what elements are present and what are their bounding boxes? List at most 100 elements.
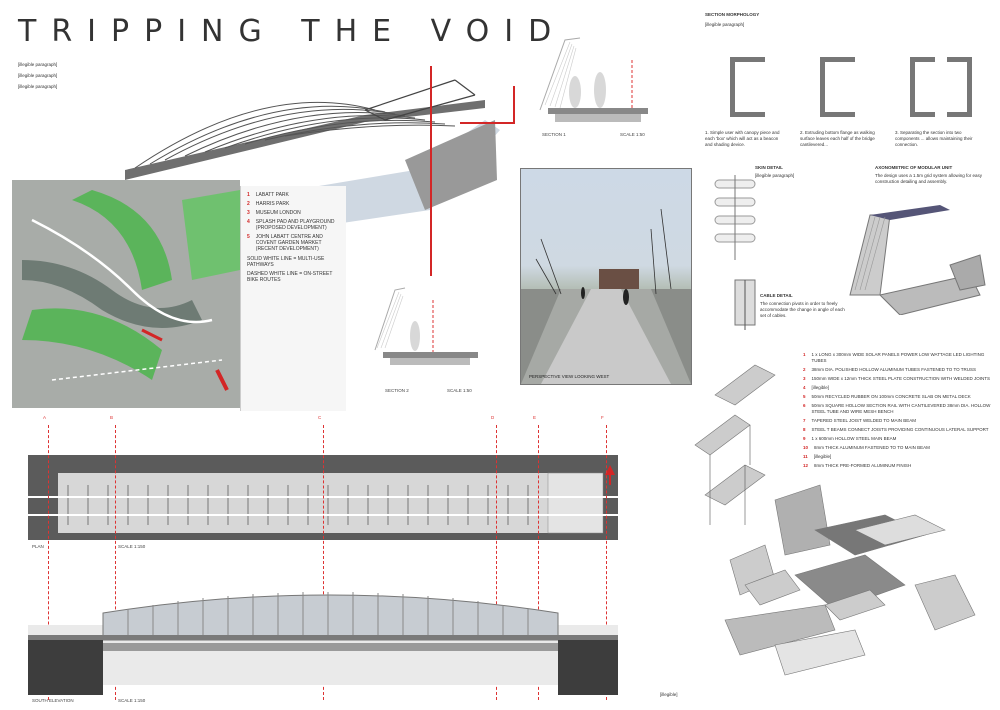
perspective-caption: PERSPECTIVE VIEW LOOKING WEST: [529, 374, 610, 379]
axonometric-panel: SKIN DETAIL [illegible paragraph] AXONOM…: [705, 165, 995, 345]
section-1-label: SECTION 1: [542, 132, 566, 137]
component-label: 1 x 600mm HOLLOW STEEL MAIN BEAM: [811, 436, 897, 441]
component-item: 8 STEEL T BEAMS CONNECT JOISTS PROVIDING …: [803, 427, 993, 433]
intro-paragraph-2: [illegible paragraph]: [18, 73, 58, 78]
component-label: [illegible]: [811, 385, 830, 390]
callout-line-horizontal: [460, 122, 515, 124]
morphology-step-2: 2. Extruding bottom flange as walking su…: [800, 130, 875, 147]
grid-label: E: [533, 415, 537, 420]
legend-number: 4: [247, 219, 250, 225]
grid-line: [606, 425, 607, 700]
component-item: 9 1 x 600mm HOLLOW STEEL MAIN BEAM: [803, 436, 993, 442]
page-title: TRIPPING THE VOID: [18, 14, 567, 49]
morphology-step-1: 1. Simple user with canopy piece and eac…: [705, 130, 780, 147]
grid-label: C: [318, 415, 322, 420]
component-number: 4: [803, 385, 806, 390]
section-2-scale: SCALE 1:50: [447, 388, 472, 393]
component-number: 5: [803, 394, 806, 399]
legend-label: LABATT PARK: [255, 192, 289, 198]
component-item: 6 50mm SQUARE HOLLOW SECTION RAIL WITH CA…: [803, 403, 993, 415]
modular-unit-svg: [849, 205, 986, 315]
section-1-svg: [539, 37, 648, 122]
component-item: 5 50mm RECYCLED RUBBER ON 100mm CONCRETE …: [803, 394, 993, 400]
component-number: 6: [803, 403, 806, 408]
morphology-text: [illegible paragraph]: [705, 22, 745, 27]
component-item: 4 [illegible]: [803, 385, 993, 391]
legend-item: 3 MUSEUM LONDON: [247, 210, 342, 216]
cable-detail-svg: [734, 279, 756, 330]
intro-text: [illegible paragraph] [illegible paragra…: [18, 62, 243, 90]
component-number: 9: [803, 436, 806, 441]
exploded-caption: [illegible]: [660, 692, 678, 697]
component-number: 11: [803, 454, 808, 459]
cable-heading: CABLE DETAIL: [760, 293, 793, 298]
elevation-svg: [28, 592, 618, 695]
elevation-label: SOUTH ELEVATION: [32, 698, 74, 703]
component-number: 1: [803, 352, 806, 357]
legend-label: HARRIS PARK: [255, 201, 290, 207]
component-label: 38mm DIA. POLISHED HOLLOW ALUMINUM TUBES…: [811, 367, 977, 372]
perspective-svg: [521, 208, 691, 384]
grid-label: D: [491, 415, 495, 420]
component-number: 3: [803, 376, 806, 381]
legend-number: 5: [247, 234, 250, 240]
morphology-diagrams: [730, 57, 972, 117]
legend-note-dashed: DASHED WHITE LINE = ON-STREET BIKE ROUTE…: [247, 271, 333, 283]
grid-label: F: [601, 415, 604, 420]
plan-label: PLAN: [32, 544, 44, 549]
component-label: 8mm THICK ALUMINUM FASTENED TO TO MAIN B…: [814, 445, 930, 450]
component-item: 11 [illegible]: [803, 454, 993, 460]
legend-label: SPLASH PAD AND PLAYGROUND (PROPOSED DEVE…: [255, 219, 335, 231]
grid-label: A: [43, 415, 47, 420]
skin-text: [illegible paragraph]: [755, 173, 795, 178]
component-label: 50mm RECYCLED RUBBER ON 100mm CONCRETE S…: [811, 394, 971, 399]
site-map: [12, 180, 240, 408]
intro-paragraph-1: [illegible paragraph]: [18, 62, 58, 67]
section-1-scale: SCALE 1:50: [620, 132, 645, 137]
intro-paragraph-3: [illegible paragraph]: [18, 84, 58, 89]
elevation-scale: SCALE 1:150: [118, 698, 146, 703]
component-number: 12: [803, 463, 809, 468]
component-label: 50mm SQUARE HOLLOW SECTION RAIL WITH CAN…: [811, 403, 991, 414]
morphology-heading: SECTION MORPHOLOGY: [705, 12, 760, 17]
skin-heading: SKIN DETAIL: [755, 165, 783, 170]
legend-number: 3: [247, 210, 250, 216]
legend-number: 2: [247, 201, 250, 207]
section-2-drawing: SECTION 2 SCALE 1:50: [355, 270, 495, 400]
skin-detail-svg: [714, 175, 756, 260]
grid-line: [538, 425, 539, 700]
perspective-view: PERSPECTIVE VIEW LOOKING WEST: [520, 168, 692, 385]
legend-item: 1 LABATT PARK: [247, 192, 342, 198]
legend-item: 2 HARRIS PARK: [247, 201, 342, 207]
component-number: 8: [803, 427, 806, 432]
elevation-drawing: SOUTH ELEVATION SCALE 1:150: [28, 585, 618, 705]
grid-label: B: [110, 415, 114, 420]
legend-note-solid: SOLID WHITE LINE = MULTI-USE PATHWAYS: [247, 256, 325, 268]
section-2-svg: [374, 287, 478, 365]
axo-heading: AXONOMETRIC OF MODULAR UNIT: [875, 165, 953, 170]
legend-item: 5 JOHN LABATT CENTRE AND COVENT GARDEN M…: [247, 234, 342, 252]
exploded-axonometric: [illegible]: [655, 355, 995, 700]
legend-item: 4 SPLASH PAD AND PLAYGROUND (PROPOSED DE…: [247, 219, 342, 231]
component-label: TAPERED STEEL JOIST WELDED TO MAIN BEAM: [811, 418, 917, 423]
grid-line: [496, 425, 497, 700]
plan-scale: SCALE 1:150: [118, 544, 146, 549]
map-legend-panel: 1 LABATT PARK 2 HARRIS PARK 3 MUSEUM LON…: [240, 186, 346, 411]
section-1-drawing: SECTION 1 SCALE 1:50: [520, 20, 670, 150]
component-number: 10: [803, 445, 809, 450]
component-label: STEEL T BEAMS CONNECT JOISTS PROVIDING C…: [811, 427, 989, 432]
map-legend-list: 1 LABATT PARK 2 HARRIS PARK 3 MUSEUM LON…: [241, 186, 346, 283]
grid-line: [323, 425, 324, 700]
section-2-label: SECTION 2: [385, 388, 409, 393]
cable-text: The connection pivots in order to freely…: [760, 301, 845, 318]
legend-label: MUSEUM LONDON: [255, 210, 301, 216]
component-label: [illegible]: [813, 454, 832, 459]
component-label: 150mm WIDE x 12mm THICK STEEL PLATE CONS…: [811, 376, 990, 381]
grid-overlay: A B C D E F: [28, 415, 618, 705]
axo-text: The design uses a 1.5m grid system allow…: [875, 173, 983, 184]
site-map-svg: [12, 180, 240, 408]
